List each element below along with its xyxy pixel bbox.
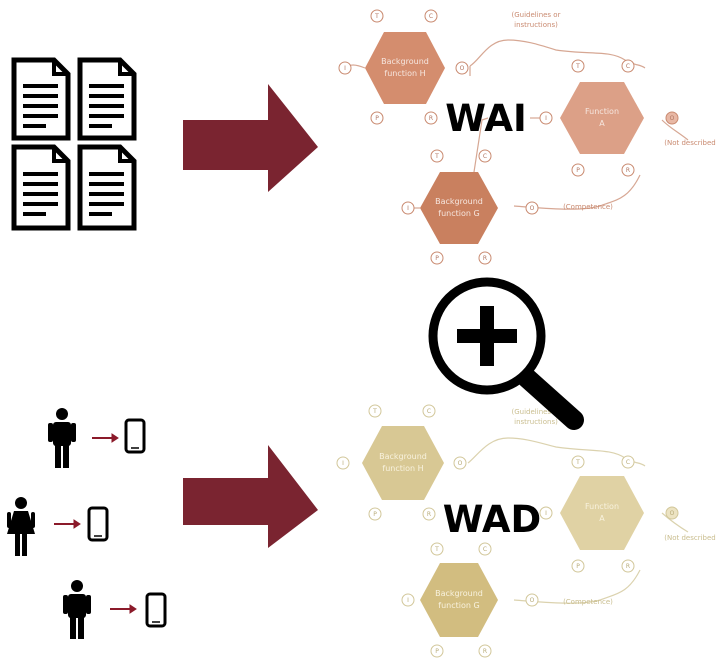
svg-text:O: O (530, 597, 535, 604)
svg-text:T: T (575, 459, 580, 466)
func-a-line1: Function (585, 502, 619, 511)
svg-text:R: R (429, 115, 433, 122)
arrow-right-icon-bottom (183, 445, 318, 548)
svg-text:P: P (373, 511, 377, 518)
document-icon (77, 57, 137, 141)
func-g-line1: Background (435, 197, 483, 206)
func-a-line2: A (599, 514, 605, 523)
guidelines-line1: (Guidelines or (512, 408, 561, 416)
svg-text:P: P (435, 255, 439, 262)
svg-text:C: C (626, 459, 630, 466)
hex-background-function-h (365, 32, 445, 104)
competence-label: (Competence) (563, 203, 613, 211)
svg-text:O: O (460, 65, 465, 72)
svg-text:I: I (545, 115, 547, 122)
func-g-line2: function G (438, 601, 479, 610)
arrow-right-icon-top (183, 84, 318, 192)
svg-text:O: O (458, 460, 463, 467)
svg-text:I: I (407, 205, 409, 212)
wai-diagram: Background function H Function A Backgro… (338, 9, 716, 265)
document-icon (11, 57, 71, 141)
svg-text:P: P (375, 115, 379, 122)
wad-label: WAD (443, 498, 542, 541)
func-h-line1: Background (381, 57, 429, 66)
svg-text:C: C (429, 13, 433, 20)
wai-label: WAI (445, 97, 527, 140)
svg-text:T: T (372, 408, 377, 415)
svg-text:R: R (483, 648, 487, 655)
svg-text:T: T (434, 153, 439, 160)
phone-icon (87, 506, 109, 542)
svg-text:O: O (670, 115, 675, 122)
documents-group (11, 57, 137, 231)
hex-function-a (560, 476, 644, 550)
small-arrow-icon (92, 433, 119, 443)
svg-text:T: T (434, 546, 439, 553)
phone-icon (124, 418, 146, 454)
magnifier-plus-icon (428, 277, 584, 430)
guidelines-line1: (Guidelines or (512, 11, 561, 19)
svg-text:C: C (626, 63, 630, 70)
small-arrow-icon (110, 604, 137, 614)
guidelines-line2: instructions) (514, 21, 558, 29)
func-g-line2: function G (438, 209, 479, 218)
not-described-label: (Not described (664, 139, 715, 147)
svg-text:I: I (344, 65, 346, 72)
svg-text:R: R (483, 255, 487, 262)
svg-text:O: O (530, 205, 535, 212)
competence-label: (Competence) (563, 598, 613, 606)
func-h-line2: function H (382, 464, 423, 473)
svg-text:P: P (576, 563, 580, 570)
svg-text:C: C (483, 153, 487, 160)
hex-background-function-g (420, 172, 498, 244)
svg-text:P: P (576, 167, 580, 174)
func-g-line1: Background (435, 589, 483, 598)
svg-text:R: R (427, 511, 431, 518)
guidelines-line2: instructions) (514, 418, 558, 426)
svg-text:I: I (342, 460, 344, 467)
person-icon (48, 408, 76, 468)
svg-text:C: C (483, 546, 487, 553)
svg-text:R: R (626, 563, 630, 570)
document-icon (11, 144, 71, 231)
svg-text:C: C (427, 408, 431, 415)
svg-text:T: T (374, 13, 379, 20)
person-icon (63, 580, 91, 639)
svg-text:P: P (435, 648, 439, 655)
svg-text:T: T (575, 63, 580, 70)
not-described-label: (Not described (664, 534, 715, 542)
document-icon (77, 144, 137, 231)
func-a-line2: A (599, 119, 605, 128)
person-icon (7, 497, 35, 556)
func-a-line1: Function (585, 107, 619, 116)
svg-text:O: O (670, 510, 675, 517)
hex-background-function-h (362, 426, 444, 500)
svg-text:I: I (407, 597, 409, 604)
func-h-line1: Background (379, 452, 427, 461)
func-h-line2: function H (384, 69, 425, 78)
svg-text:R: R (626, 167, 630, 174)
hex-function-a (560, 82, 644, 154)
users-group (7, 408, 167, 639)
wad-diagram: Background function H Function A Backgro… (336, 404, 716, 658)
svg-text:I: I (545, 510, 547, 517)
hex-background-function-g (420, 563, 498, 637)
small-arrow-icon (54, 519, 81, 529)
phone-icon (145, 592, 167, 628)
